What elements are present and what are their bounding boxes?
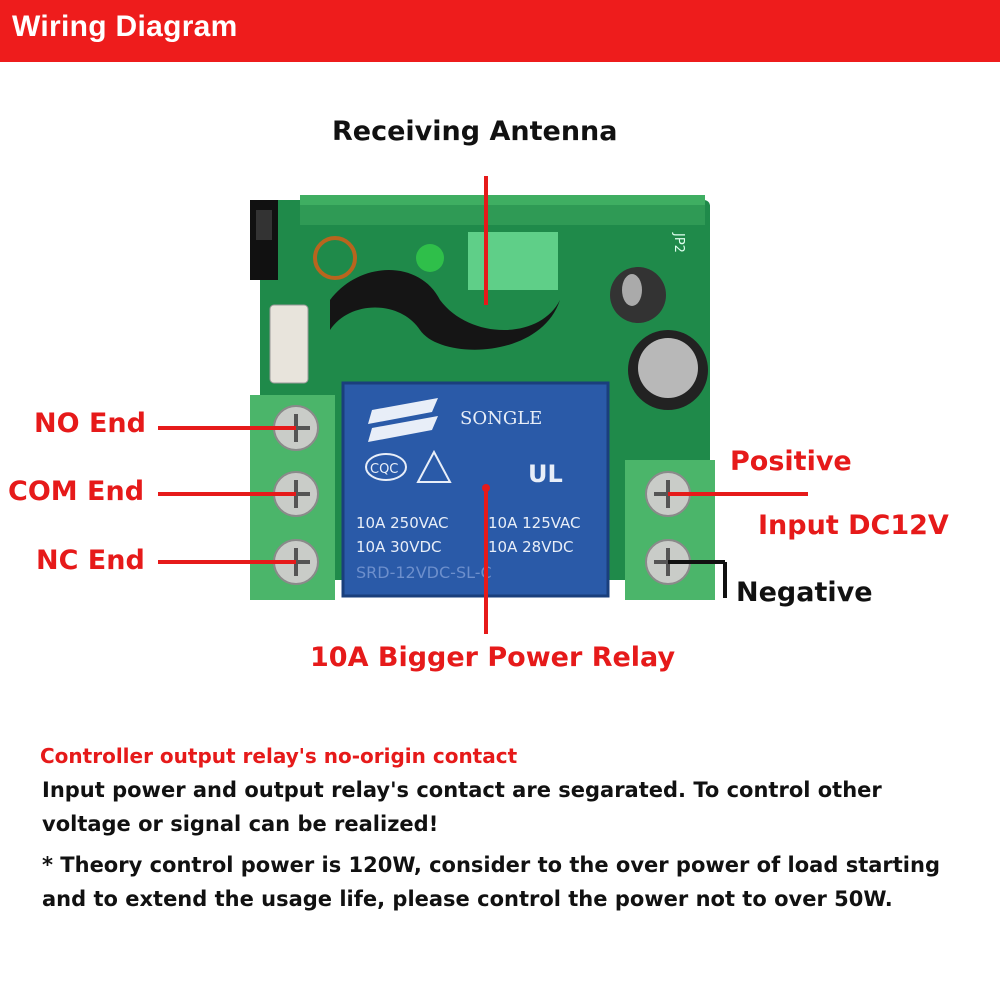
relay-cert: CQC xyxy=(370,462,398,477)
label-input: Input DC12V xyxy=(758,510,949,541)
note-line-2: * Theory control power is 120W, consider… xyxy=(42,853,940,911)
relay-rating-2a: 10A 30VDC xyxy=(356,538,442,556)
note-line-1: Input power and output relay's contact a… xyxy=(42,778,882,836)
pushbutton xyxy=(269,304,309,384)
note-title: Controller output relay's no-origin cont… xyxy=(40,744,518,768)
relay-model: SRD-12VDC-SL-C xyxy=(356,563,492,582)
label-antenna: Receiving Antenna xyxy=(332,116,618,147)
relay-rating-1b: 10A 125VAC xyxy=(488,514,581,532)
header-bar: Wiring Diagram xyxy=(0,0,1000,62)
antenna-wire xyxy=(330,270,560,350)
relay-rating-1a: 10A 250VAC xyxy=(356,514,449,532)
antenna-coil xyxy=(468,232,558,290)
jp-marking: JP2 xyxy=(671,232,686,253)
label-no-end: NO End xyxy=(34,408,146,439)
label-nc-end: NC End xyxy=(36,545,145,576)
relay-brand: SONGLE xyxy=(460,408,542,429)
label-positive: Positive xyxy=(730,446,852,477)
header-title: Wiring Diagram xyxy=(12,10,238,43)
label-com-end: COM End xyxy=(8,476,145,507)
label-relay: 10A Bigger Power Relay xyxy=(310,642,676,673)
relay-ul: UL xyxy=(528,460,563,488)
label-negative: Negative xyxy=(736,577,873,608)
relay-logo xyxy=(368,398,438,442)
relay-rating-2b: 10A 28VDC xyxy=(488,538,574,556)
